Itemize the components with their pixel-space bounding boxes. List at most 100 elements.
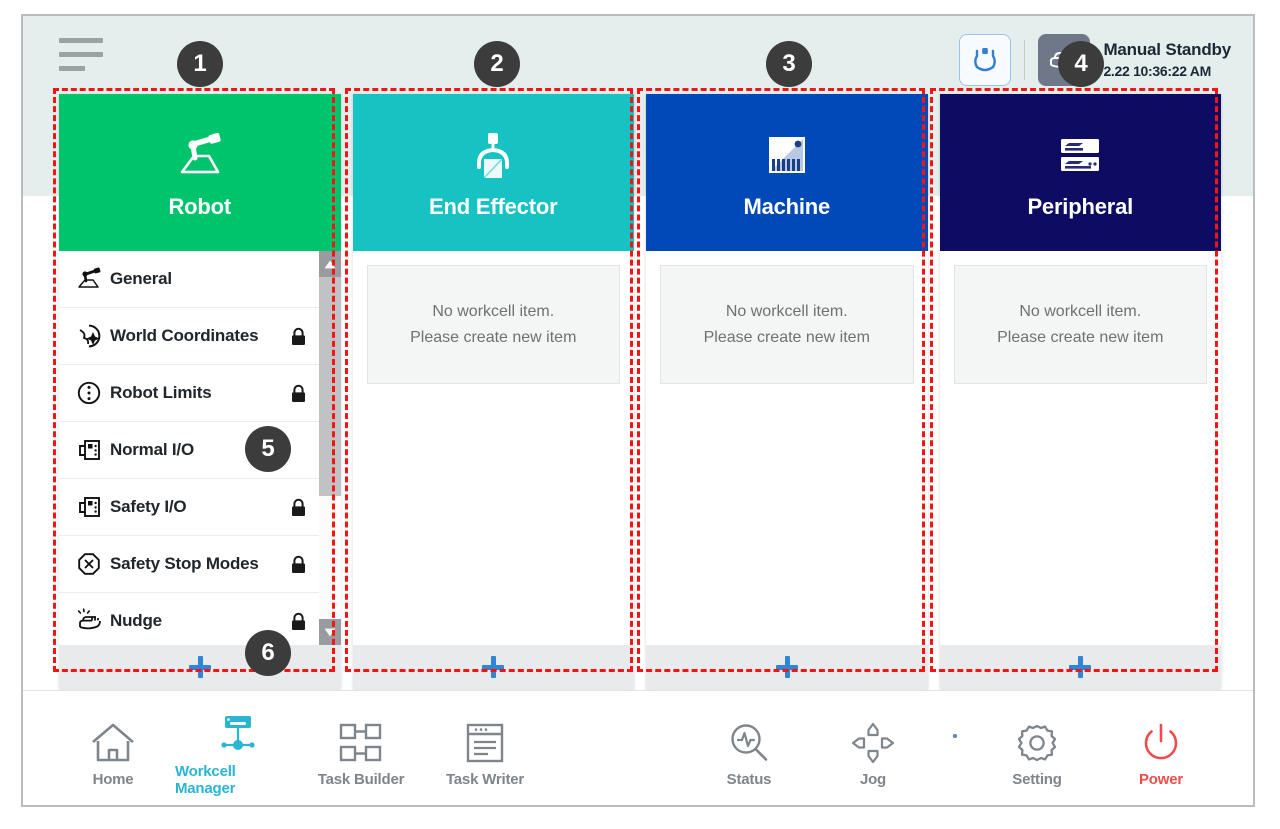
list-item-label: Robot Limits [110, 383, 212, 402]
nav-item-status[interactable]: Status [687, 708, 811, 788]
list-scrollbar[interactable] [318, 251, 341, 645]
column-header-end-effector[interactable]: End Effector [352, 94, 634, 251]
workcell-column-peripheral: Peripheral No workcell item. Please create… [939, 94, 1221, 689]
empty-state-line2: Please create new item [410, 328, 577, 346]
list-item-label: Normal I/O [110, 440, 194, 459]
list-item[interactable]: Nudge [59, 593, 319, 645]
column-title: Peripheral [1027, 193, 1134, 219]
list-item-label: Nudge [110, 611, 162, 630]
caret-up-icon [324, 260, 335, 268]
jog-arrows-icon [851, 708, 895, 764]
normal-io-icon [72, 437, 106, 463]
list-item-label: Safety Stop Modes [110, 554, 259, 573]
add-item-button-machine[interactable] [646, 645, 928, 689]
add-item-button-peripheral[interactable] [939, 645, 1221, 689]
empty-state-line2: Please create new item [997, 328, 1164, 346]
peripheral-rack-icon [1053, 126, 1107, 188]
lock-icon [292, 384, 305, 402]
scroll-down-button[interactable] [318, 619, 341, 645]
column-title: End Effector [429, 193, 558, 219]
machine-icon [761, 126, 813, 188]
manual-mode-button[interactable] [1038, 34, 1091, 86]
robot-arm-icon [171, 126, 229, 188]
lock-icon [292, 498, 305, 516]
column-body-peripheral: No workcell item. Please create new item [939, 251, 1221, 645]
power-icon [1144, 723, 1178, 760]
lock-icon [289, 498, 309, 517]
machine-icon [768, 136, 805, 173]
empty-state: No workcell item. Please create new item [953, 265, 1207, 384]
caret-down-icon [324, 628, 335, 636]
lock-icon [289, 327, 309, 346]
power-icon [1140, 708, 1182, 764]
nav-item-jog[interactable]: Jog [811, 708, 935, 788]
plus-icon [1069, 656, 1092, 678]
scrollbar-thumb[interactable] [318, 277, 341, 496]
nav-item-task-writer[interactable]: Task Writer [423, 700, 547, 797]
list-item-label: Safety I/O [110, 497, 187, 516]
empty-state: No workcell item.Please create new item [660, 265, 914, 384]
nudge-hand-icon [72, 608, 106, 634]
column-header-peripheral[interactable]: Peripheral [939, 94, 1221, 251]
hamburger-line [59, 52, 103, 57]
add-item-button-robot[interactable] [59, 645, 341, 689]
list-item[interactable]: World Coordinates [59, 308, 319, 365]
list-item[interactable]: Robot Limits [59, 365, 319, 422]
home-icon [90, 708, 136, 764]
column-body-end-effector: No workcell item. Please create new item [352, 251, 634, 645]
robot-home-pose-button[interactable] [959, 34, 1012, 86]
header-divider [1024, 40, 1026, 80]
add-item-button-end-effector[interactable] [352, 645, 634, 689]
robot-home-pose-icon [974, 48, 997, 72]
nav-item-task-builder[interactable]: Task Builder [299, 700, 423, 797]
empty-state-line1: No workcell item. [432, 302, 555, 320]
world-coordinates-icon [72, 323, 106, 349]
empty-state: No workcell item. Please create new item [366, 265, 620, 384]
end-effector-gripper-icon [477, 132, 510, 179]
nav-item-home[interactable]: Home [51, 700, 175, 797]
header-status-cluster: Manual Standby 2.22 10:36:22 AM [959, 34, 1231, 86]
end-effector-gripper-icon [468, 126, 518, 188]
gear-icon [1017, 724, 1057, 762]
list-item[interactable]: General [59, 251, 319, 308]
nav-item-label: Workcell Manager [175, 762, 236, 797]
nav-item-label: Task Builder [317, 771, 405, 788]
scroll-up-button[interactable] [318, 251, 341, 277]
hamburger-menu-icon[interactable] [59, 38, 105, 78]
list-item[interactable]: Safety I/O [59, 479, 319, 536]
empty-state-line1: No workcell item. [1019, 302, 1142, 320]
nav-item-label: Setting [1012, 771, 1062, 788]
plus-icon [188, 656, 211, 678]
column-header-machine[interactable]: Machine [646, 94, 928, 251]
workcell-column-machine: Machine No workcell item.Please create ne… [646, 94, 928, 689]
scrollbar-track[interactable] [318, 277, 341, 619]
bottom-navbar: Home Workcell Manager Task Builder Task Wri… [23, 690, 1253, 805]
nav-item-setting[interactable]: Setting [975, 708, 1099, 788]
nav-item-power[interactable]: Power [1099, 708, 1223, 788]
workcell-manager-icon [221, 715, 255, 750]
status-timestamp: 2.22 10:36:22 AM [1103, 63, 1211, 80]
lock-icon [292, 612, 305, 630]
nav-item-workcell-manager[interactable]: Workcell Manager [175, 700, 299, 797]
plus-icon [482, 656, 505, 678]
column-header-robot[interactable]: Robot [59, 94, 341, 251]
list-item[interactable]: Safety Stop Modes [59, 536, 319, 593]
lock-icon [292, 327, 305, 345]
hamburger-line [59, 66, 85, 71]
status-block: Manual Standby 2.22 10:36:22 AM [1103, 39, 1231, 81]
empty-state-line2: Please create new item [703, 328, 870, 346]
robot-arm-icon [78, 267, 101, 288]
plus-icon [775, 656, 798, 678]
list-item-label: General [110, 269, 172, 288]
hamburger-line [59, 38, 103, 43]
list-item[interactable]: Normal I/O [59, 422, 319, 479]
nav-item-label: Home [92, 771, 134, 788]
safety-stop-modes-icon [72, 551, 106, 577]
nudge-hand-icon [77, 608, 101, 630]
lock-icon [289, 384, 309, 403]
